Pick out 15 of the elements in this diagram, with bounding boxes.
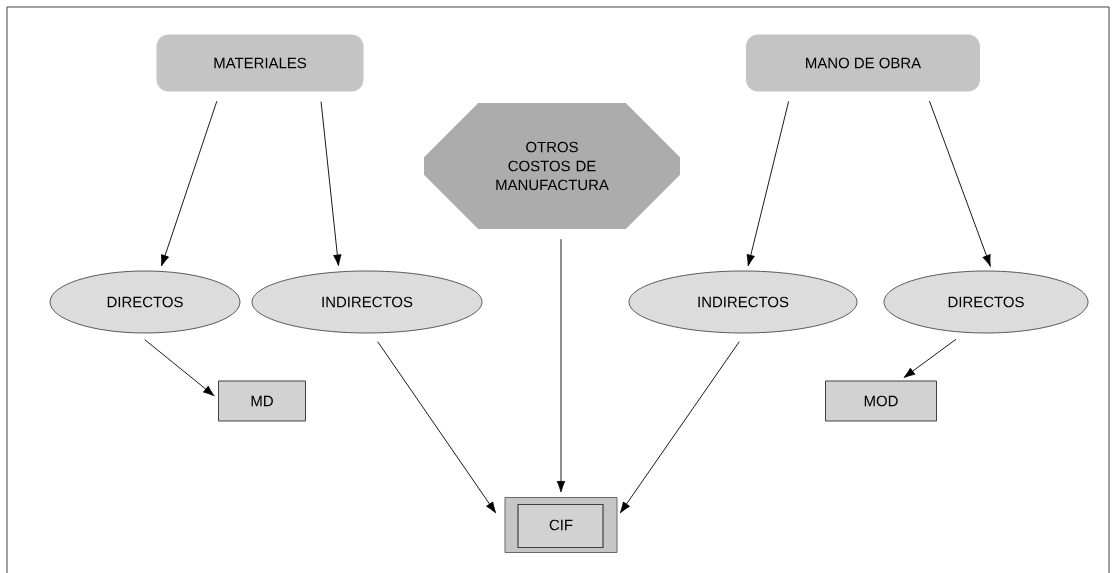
- arrow: [903, 338, 957, 378]
- octagon-box: OTROS COSTOS DE MANUFACTURA: [424, 103, 680, 229]
- arrow: [929, 100, 991, 267]
- arrow: [144, 339, 215, 397]
- rounded-box: MANO DE OBRA: [746, 34, 980, 92]
- arrow: [746, 100, 790, 267]
- box: MOD: [825, 380, 937, 422]
- double-box: CIF: [504, 497, 618, 553]
- rounded-box: MATERIALES: [156, 34, 364, 92]
- arrow: [619, 341, 740, 514]
- arrow: [377, 341, 497, 514]
- box: MD: [218, 380, 306, 422]
- arrow: [160, 100, 218, 267]
- arrow: [320, 101, 342, 267]
- arrow: [556, 238, 566, 493]
